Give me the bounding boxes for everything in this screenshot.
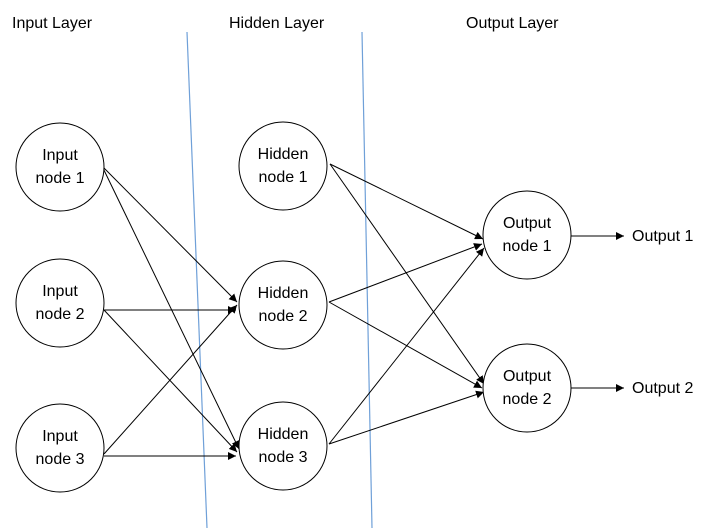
- output-2-label: Output 2: [632, 380, 693, 397]
- output-node-2: Output node 2: [482, 343, 572, 433]
- input-node-3: Input node 3: [15, 403, 105, 493]
- hidden-node-2: Hidden node 2: [238, 260, 328, 350]
- edge-input2-hidden3: [103, 309, 238, 453]
- hidden-node-3-label-line-1: Hidden: [258, 426, 309, 443]
- hidden-to-output-edges: [328, 163, 485, 445]
- hidden-node-3-label-line-2: node 3: [259, 449, 308, 466]
- input-node-2: Input node 2: [15, 258, 105, 348]
- input-node-1-label-line-1: Input: [42, 147, 78, 164]
- output-1-label: Output 1: [632, 228, 693, 245]
- input-to-hidden-edges: [101, 165, 240, 460]
- hidden-node-3-circle: [238, 401, 328, 491]
- input-node-3-circle: [15, 403, 105, 493]
- output-node-2-label-line-2: node 2: [503, 391, 552, 408]
- hidden-node-2-label-line-1: Hidden: [258, 285, 309, 302]
- hidden-node-2-circle: [238, 260, 328, 350]
- edge-hidden3-output2: [328, 390, 485, 445]
- layer-divider-right: [361, 31, 373, 529]
- input-node-1: Input node 1: [15, 122, 105, 212]
- hidden-layer-title: Hidden Layer: [229, 15, 325, 32]
- output-layer-title: Output Layer: [466, 15, 559, 32]
- output-node-1: Output node 1: [482, 190, 572, 280]
- hidden-node-2-label-line-2: node 2: [259, 308, 308, 325]
- input-node-2-label-line-1: Input: [42, 283, 78, 300]
- edge-hidden3-output1: [328, 247, 485, 445]
- layer-divider-left: [186, 31, 208, 529]
- hidden-node-1-label-line-2: node 1: [259, 169, 308, 186]
- output-node-1-label-line-2: node 1: [503, 238, 552, 255]
- input-node-2-label-line-2: node 2: [36, 306, 85, 323]
- hidden-node-1-circle: [238, 121, 328, 211]
- input-node-1-label-line-2: node 1: [36, 170, 85, 187]
- edge-hidden2-output1: [328, 243, 483, 303]
- input-node-3-label-line-1: Input: [42, 428, 78, 445]
- input-layer-title: Input Layer: [12, 15, 93, 32]
- input-node-2-circle: [15, 258, 105, 348]
- edge-hidden2-output2: [328, 301, 483, 389]
- input-node-3-label-line-2: node 3: [36, 451, 85, 468]
- output-node-2-label-line-1: Output: [503, 368, 552, 385]
- input-node-1-circle: [15, 122, 105, 212]
- output-node-1-circle: [482, 190, 572, 280]
- hidden-node-3: Hidden node 3: [238, 401, 328, 491]
- edge-hidden1-output2: [329, 163, 485, 385]
- edge-input3-hidden2: [103, 304, 238, 455]
- output-node-1-label-line-1: Output: [503, 215, 552, 232]
- hidden-node-1: Hidden node 1: [238, 121, 328, 211]
- output-node-2-circle: [482, 343, 572, 433]
- hidden-node-1-label-line-1: Hidden: [258, 146, 309, 163]
- edge-input1-hidden3: [101, 165, 240, 450]
- edge-hidden1-output1: [329, 163, 484, 240]
- edge-input1-hidden2: [101, 165, 238, 303]
